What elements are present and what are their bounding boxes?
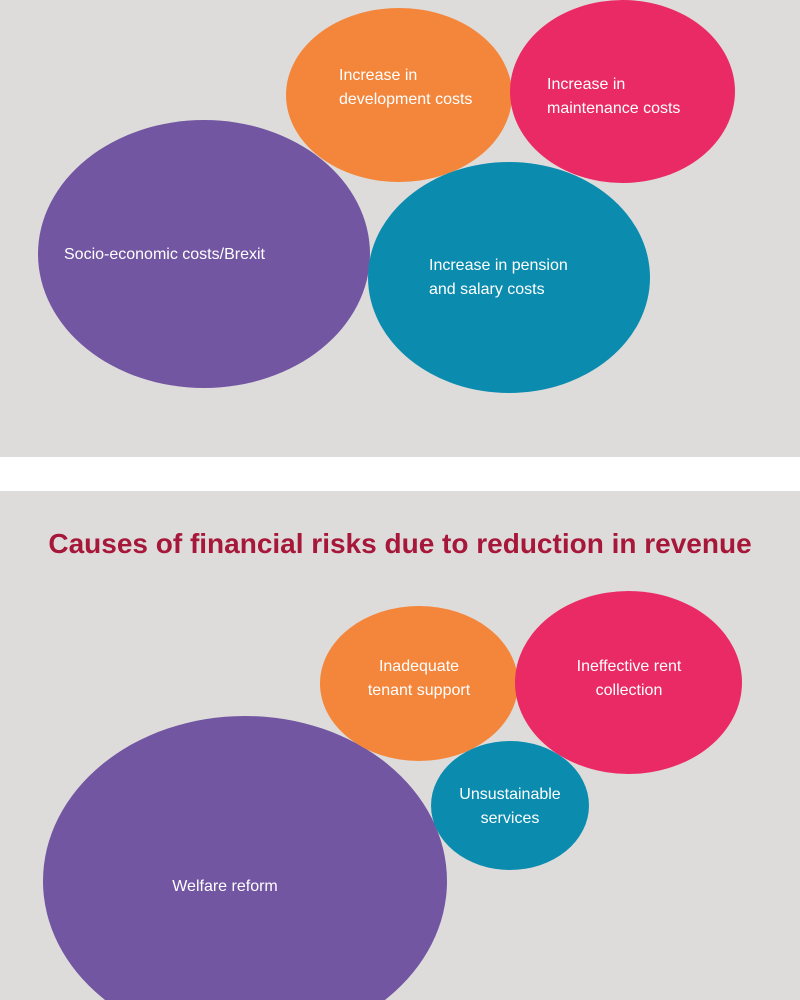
label-welfare-reform: Welfare reform [172, 878, 278, 895]
bubble-development-costs [286, 8, 512, 182]
bubble-unsustainable-services [431, 741, 589, 870]
bubble-socio-economic [38, 120, 370, 388]
top-diagram-panel: Socio-economic costs/Brexit Increase in … [0, 0, 800, 457]
bubble-rent-collection [515, 591, 742, 774]
bubble-tenant-support [320, 606, 518, 761]
label-rent-collection: Ineffective rent collection [576, 658, 682, 699]
bubble-maintenance-costs [510, 0, 735, 183]
bubble-welfare-reform [43, 716, 447, 1000]
diagram-title: Causes of financial risks due to reducti… [48, 528, 752, 559]
label-pension-salary-costs: Increase in pension and salary costs [429, 257, 568, 298]
label-tenant-support: Inadequate tenant support [367, 658, 471, 699]
label-unsustainable-services: Unsustainable services [459, 786, 561, 827]
bubble-pension-salary-costs [368, 162, 650, 393]
label-maintenance-costs: Increase in maintenance costs [547, 76, 681, 117]
bottom-diagram-panel: Causes of financial risks due to reducti… [0, 491, 800, 1000]
label-socio-economic: Socio-economic costs/Brexit [64, 246, 265, 263]
label-development-costs: Increase in development costs [339, 67, 473, 108]
